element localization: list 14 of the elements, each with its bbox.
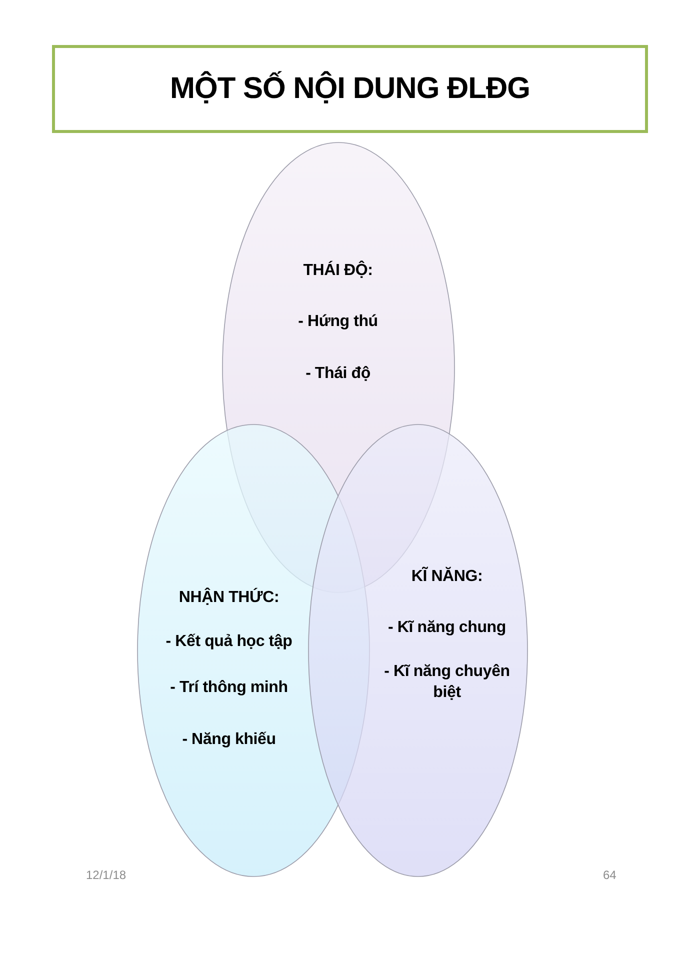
date-label: 12/1/18 xyxy=(86,868,126,882)
list-item: - Trí thông minh xyxy=(170,678,288,698)
list-item: - Năng khiếu xyxy=(182,730,276,750)
venn-ellipse xyxy=(308,424,528,877)
category-heading: NHẬN THỨC: xyxy=(178,587,280,608)
page-number: 64 xyxy=(603,868,616,882)
list-item: - Hứng thú xyxy=(298,312,378,332)
list-item: - Thái độ xyxy=(306,364,370,384)
list-item: - Kết quả học tập xyxy=(166,632,292,652)
category-heading: THÁI ĐỘ: xyxy=(303,260,373,281)
title: MỘT SỐ NỘI DUNG ĐLĐG xyxy=(170,72,530,106)
list-item: - Kĩ năng chuyên biệt xyxy=(383,662,511,703)
category-heading: KĨ NĂNG: xyxy=(411,566,483,587)
list-item: - Kĩ năng chung xyxy=(388,618,506,638)
